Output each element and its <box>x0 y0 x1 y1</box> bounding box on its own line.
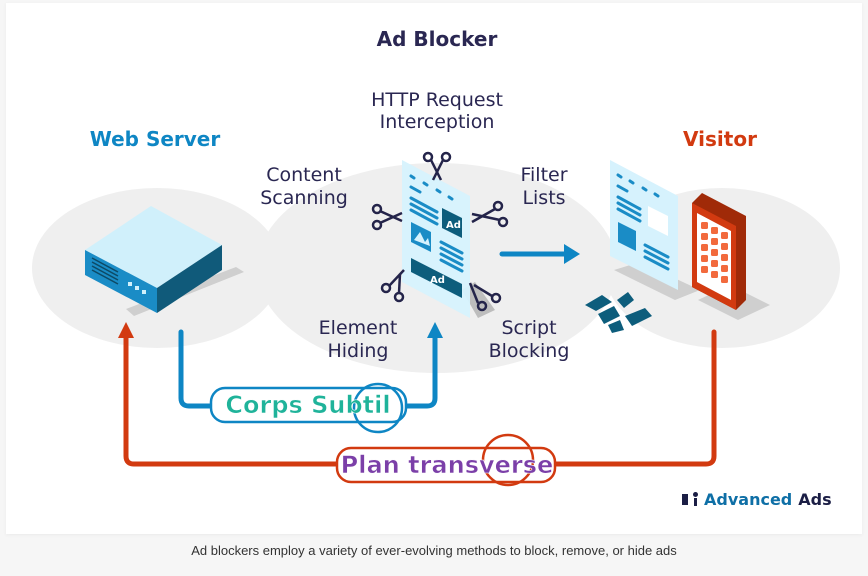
filter-lists-label-line1: Filter <box>520 164 567 186</box>
figure-caption: Ad blockers employ a variety of ever-evo… <box>191 543 677 558</box>
plan-transverse-label: Plan transverse <box>341 451 554 479</box>
content-scanning-label-line2: Scanning <box>260 187 348 209</box>
element-hiding-label-line2: Hiding <box>327 340 388 362</box>
script-blocking-label-line2: Blocking <box>489 340 570 362</box>
ad-blocker-diagram: Ad Blocker Web Server Visitor HTTP Reque… <box>32 27 840 487</box>
advanced-ads-brand: Advanced Ads <box>682 490 832 509</box>
script-blocking-label-line1: Script <box>501 317 556 339</box>
http-request-label-line1: HTTP Request <box>371 89 503 111</box>
web-server-label: Web Server <box>90 127 221 151</box>
advanced-ads-logo-icon <box>682 491 698 508</box>
scissors-icon-top <box>422 151 452 181</box>
brand-name-part1: Advanced <box>704 490 793 509</box>
scissors-icon-left <box>371 203 403 231</box>
clean-page-icon <box>610 160 700 300</box>
ad-small-label: Ad <box>446 220 461 231</box>
brand-name-part2: Ads <box>798 490 832 509</box>
scissors-icons <box>371 151 509 312</box>
filtered-page-icon: Ad Ad <box>402 160 495 318</box>
scissors-icon-bottom-left <box>380 269 405 303</box>
http-request-label-line2: Interception <box>380 111 495 133</box>
ad-banner-label: Ad <box>430 275 445 286</box>
corps-subtil-badge: Corps Subtil <box>209 382 408 434</box>
server-icon <box>85 206 244 316</box>
arrow-right-icon <box>499 244 580 264</box>
diagram-title: Ad Blocker <box>377 27 498 51</box>
element-hiding-label-line1: Element <box>319 317 398 339</box>
torn-ad-fragments-icon <box>585 292 652 333</box>
scissors-icon-right <box>471 200 509 228</box>
content-scanning-label-line1: Content <box>266 164 342 186</box>
corps-subtil-label: Corps Subtil <box>225 391 390 419</box>
plan-transverse-badge: Plan transverse <box>335 433 557 487</box>
visitor-label: Visitor <box>683 127 757 151</box>
scissors-icon-bottom-right <box>468 282 502 312</box>
filter-lists-label-line2: Lists <box>522 187 565 209</box>
phone-icon <box>692 193 770 320</box>
